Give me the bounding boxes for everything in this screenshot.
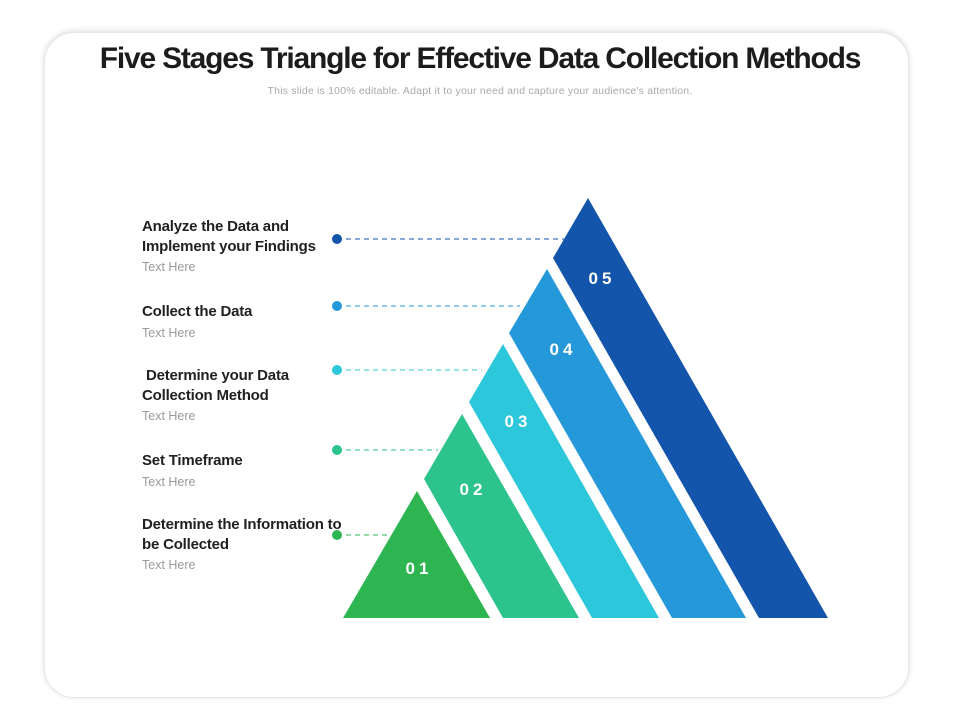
stage-label-row-02: Set Timeframe Text Here xyxy=(142,451,350,489)
leader-dot-02 xyxy=(332,445,342,455)
stage-label-01[interactable]: Determine the Information to be Collecte… xyxy=(142,516,346,553)
stage-sublabel-04[interactable]: Text Here xyxy=(142,325,196,340)
stage-label-row-04: Collect the Data Text Here xyxy=(142,302,350,340)
stage-sublabel-02[interactable]: Text Here xyxy=(142,474,196,489)
stage-number-03: 03 xyxy=(505,412,532,431)
stage-label-04[interactable]: Collect the Data xyxy=(142,303,253,320)
stage-number-04: 04 xyxy=(550,340,577,359)
slide-subtitle[interactable]: This slide is 100% editable. Adapt it to… xyxy=(267,85,693,97)
leader-dot-05 xyxy=(332,234,342,244)
stage-number-05: 05 xyxy=(589,269,616,288)
stage-number-02: 02 xyxy=(460,480,487,499)
stage-sublabel-01[interactable]: Text Here xyxy=(142,558,196,572)
slide-title[interactable]: Five Stages Triangle for Effective Data … xyxy=(99,42,862,75)
leader-dot-04 xyxy=(332,301,342,311)
leader-dot-03 xyxy=(332,365,342,375)
stage-label-row-05: Analyze the Data and Implement your Find… xyxy=(142,217,350,274)
stage-sublabel-03[interactable]: Text Here xyxy=(142,409,196,423)
stage-sublabel-05[interactable]: Text Here xyxy=(142,260,196,274)
stage-label-03[interactable]: Determine your Data Collection Method xyxy=(142,367,293,404)
stage-band-05[interactable] xyxy=(553,198,828,618)
stage-label-row-03: Determine your Data Collection Method Te… xyxy=(142,366,350,423)
stage-band-01[interactable] xyxy=(343,491,490,618)
leader-dot-01 xyxy=(332,530,342,540)
stage-label-02[interactable]: Set Timeframe xyxy=(142,452,243,469)
stage-band-03[interactable] xyxy=(469,344,659,618)
stage-band-04[interactable] xyxy=(509,269,746,618)
stage-number-01: 01 xyxy=(406,559,433,578)
stage-label-05[interactable]: Analyze the Data and Implement your Find… xyxy=(142,218,316,255)
stage-label-row-01: Determine the Information to be Collecte… xyxy=(142,515,350,572)
stage-band-02[interactable] xyxy=(424,414,579,618)
